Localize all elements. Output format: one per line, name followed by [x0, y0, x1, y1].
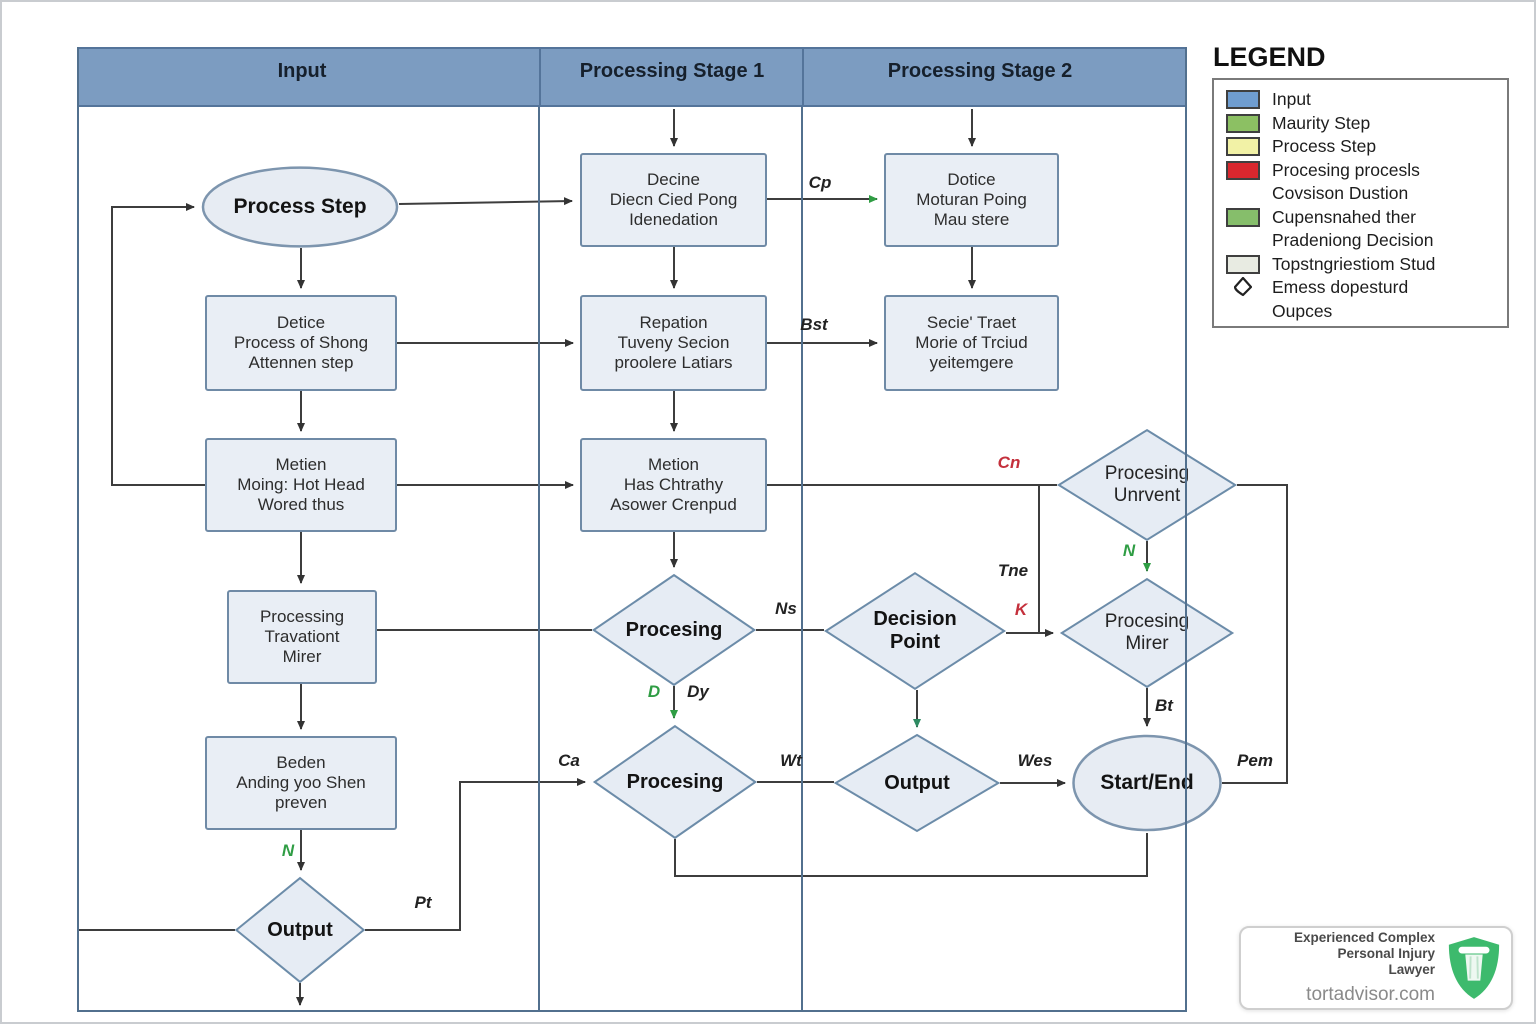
- edge-label-cn: Cn: [997, 453, 1021, 472]
- legend-diamond-icon: [1226, 276, 1260, 299]
- edge-label-tne: Tne: [997, 561, 1029, 580]
- edge-label-k: K: [1014, 600, 1028, 619]
- lane-divider-1: [538, 107, 540, 1012]
- node-repation: Repation Tuveny Secion proolere Latiars: [580, 295, 767, 391]
- edge-label-ca: Ca: [558, 751, 580, 770]
- edge-label-n-unvent: N: [1122, 541, 1136, 560]
- legend-swatch-green2: [1226, 207, 1260, 227]
- node-process-step: Process Step: [201, 166, 399, 248]
- watermark-tagline-2: Lawyer: [1388, 962, 1435, 977]
- lane-title-stage2: Processing Stage 2: [887, 60, 1073, 82]
- legend-swatch-gray: [1226, 254, 1260, 274]
- legend-item-emess-wrap: Oupces: [1272, 300, 1333, 321]
- edge-label-wes: Wes: [1017, 751, 1053, 770]
- swimlane-header: [77, 47, 1187, 107]
- edge-label-d: D: [647, 682, 661, 701]
- edge-label-cp: Cp: [808, 173, 832, 192]
- node-detice: Detice Process of Shong Attennen step: [205, 295, 397, 391]
- legend-item-input: Input: [1226, 88, 1497, 112]
- legend-swatch-blue: [1226, 90, 1260, 110]
- node-procesing-unvent: Procesing Unrvent: [1057, 429, 1237, 541]
- legend-swatch-green: [1226, 113, 1260, 133]
- legend-item-topst: Topstngriestiom Stud: [1226, 253, 1497, 277]
- edge-label-ns: Ns: [775, 599, 797, 618]
- header-divider-1: [539, 49, 541, 105]
- legend-title: LEGEND: [1213, 42, 1326, 72]
- node-secie: Secie' Traet Morie of Trciud yeitemgere: [884, 295, 1059, 391]
- watermark-text: Experienced Complex Personal Injury Lawy…: [1251, 930, 1445, 1006]
- legend-item-procesing-wrap: Covsison Dustion: [1272, 183, 1409, 204]
- edge-label-pem: Pem: [1237, 751, 1273, 770]
- legend-item-cupensnahed-wrap: Pradeniong Decision: [1272, 230, 1434, 251]
- legend-item-process-step: Process Step: [1226, 135, 1497, 159]
- edge-label-pt: Pt: [414, 893, 432, 912]
- node-procesing-lower: Procesing: [593, 725, 757, 839]
- node-metion: Metion Has Chtrathy Asower Crenpud: [580, 438, 767, 532]
- frame-right-border: [1185, 47, 1187, 1012]
- node-procesing-upper: Procesing: [592, 574, 756, 686]
- node-procesing-mirer: Procesing Mirer: [1060, 578, 1234, 688]
- lane-title-stage1: Processing Stage 1: [579, 60, 765, 82]
- header-divider-2: [802, 49, 804, 105]
- edge-label-wt: Wt: [780, 751, 802, 770]
- legend-swatch-yellow: [1226, 137, 1260, 157]
- node-decision-point: Decision Point: [824, 572, 1006, 690]
- legend-swatch-red: [1226, 160, 1260, 180]
- node-travationt: Processing Travationt Mirer: [227, 590, 377, 684]
- watermark-badge[interactable]: Experienced Complex Personal Injury Lawy…: [1239, 926, 1513, 1010]
- edge-label-dy: Dy: [687, 682, 709, 701]
- edge-label-bst: Bst: [800, 315, 828, 334]
- edge-label-bt: Bt: [1155, 696, 1173, 715]
- lane-title-input: Input: [277, 60, 327, 82]
- frame-left-border: [77, 47, 79, 1012]
- node-beden: Beden Anding yoo Shen preven: [205, 736, 397, 830]
- watermark-site: tortadvisor.com: [1306, 984, 1435, 1005]
- node-decine: Decine Diecn Cied Pong Idenedation: [580, 153, 767, 247]
- node-start-end: Start/End: [1072, 734, 1222, 832]
- legend-item-emess: Emess dopesturd: [1226, 276, 1497, 300]
- frame-bottom-border: [77, 1010, 1187, 1012]
- node-dotice: Dotice Moturan Poing Mau stere: [884, 153, 1059, 247]
- node-output-2: Output: [834, 734, 1000, 832]
- legend-item-maurity: Maurity Step: [1226, 112, 1497, 136]
- legend-item-procesing: Procesing procesls: [1226, 159, 1497, 183]
- node-output-1: Output: [235, 877, 365, 983]
- shield-icon: [1448, 937, 1500, 999]
- edge-label-n-beden: N: [281, 841, 295, 860]
- watermark-tagline-1: Experienced Complex Personal Injury: [1293, 930, 1435, 961]
- legend: Input Maurity Step Process Step Procesin…: [1212, 78, 1509, 328]
- node-metien: Metien Moing: Hot Head Wored thus: [205, 438, 397, 532]
- connector-lines: [79, 109, 1288, 1006]
- lane-divider-2: [801, 107, 803, 1012]
- legend-item-cupensnahed: Cupensnahed ther: [1226, 206, 1497, 230]
